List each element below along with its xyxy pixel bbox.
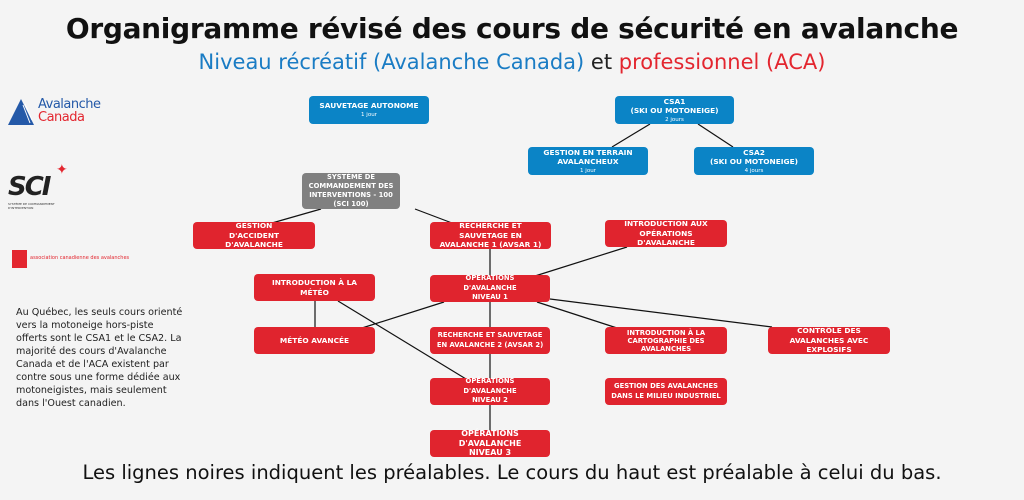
line-ops1-carto: [536, 301, 618, 329]
course-gestion-accident[interactable]: GESTION D'ACCIDENT D'AVALANCHE: [193, 221, 315, 249]
course-duration: 2 jours: [665, 116, 684, 123]
logo-text-canada: Canada: [38, 110, 85, 125]
course-controle-explosifs[interactable]: CONTRÔLE DES AVALANCHES AVEC EXPLOSIFS: [768, 326, 890, 354]
sci-caption: SYSTÈME DE COMMANDEMENT D'INTERVENTION: [8, 202, 55, 210]
course-gestion-milieu-industriel[interactable]: GESTION DES AVALANCHES DANS LE MILIEU IN…: [605, 378, 727, 405]
course-intro-operations[interactable]: INTRODUCTION AUX OPÉRATIONS D'AVALANCHE: [605, 219, 727, 247]
line-csa1-gta: [611, 123, 651, 148]
course-label: CSA2 (SKI OU MOTONEIGE): [709, 147, 799, 167]
line-ops1-meteo: [361, 301, 445, 329]
course-avsar-1[interactable]: RECHERCHE ET SAUVETAGE EN AVALANCHE 1 (A…: [430, 221, 551, 249]
sci-logo: SCI ✦ SYSTÈME DE COMMANDEMENT D'INTERVEN…: [8, 162, 78, 212]
course-csa2[interactable]: CSA2 (SKI OU MOTONEIGE) 4 jours: [694, 147, 814, 175]
aca-logo-text: association canadienne des avalanches: [30, 255, 130, 261]
line-sci-gestion: [271, 208, 322, 224]
page-title: Organigramme révisé des cours de sécurit…: [65, 12, 959, 45]
mountain-icon: [8, 99, 34, 125]
course-csa1[interactable]: CSA1 (SKI OU MOTONEIGE) 2 jours: [615, 96, 734, 124]
course-operations-niveau-1[interactable]: OPÉRATIONS D'AVALANCHE NIVEAU 1: [430, 274, 550, 302]
course-intro-meteo[interactable]: INTRODUCTION À LA MÉTÉO: [254, 274, 375, 301]
line-ops1-controle: [549, 298, 773, 328]
subtitle: Niveau récréatif (Avalanche Canada) et p…: [0, 50, 1024, 74]
line-intrometeo-ops2: [337, 300, 467, 380]
course-duration: 4 jours: [744, 167, 764, 174]
line-csa1-csa2: [697, 123, 734, 148]
aca-logo: association canadienne des avalanches: [12, 250, 129, 268]
subtitle-and: et: [590, 50, 613, 74]
course-duration: 1 jour: [580, 167, 596, 174]
legend-footer: Les lignes noires indiquent les préalabl…: [82, 461, 942, 484]
course-intro-cartographie[interactable]: INTRODUCTION À LA CARTOGRAPHIE DES AVALA…: [605, 327, 727, 354]
course-sci-100[interactable]: SYSTÈME DE COMMANDEMENT DES INTERVENTION…: [302, 173, 400, 209]
logo-text-avalanche: Avalanche: [38, 97, 101, 112]
avalanche-canada-logo: Avalanche Canada: [8, 98, 108, 128]
line-sci-avsar1: [414, 208, 453, 224]
subtitle-recreational: Niveau récréatif (Avalanche Canada): [198, 50, 585, 74]
course-label: CSA1 (SKI OU MOTONEIGE): [630, 96, 719, 116]
maple-leaf-icon: ✦: [56, 162, 68, 178]
course-duration: 1 jour: [361, 111, 377, 118]
subtitle-professional: professionnel (ACA): [618, 50, 826, 74]
quebec-note: Au Québec, les seuls cours orienté vers …: [16, 307, 183, 409]
course-label: SAUVETAGE AUTONOME: [319, 101, 419, 111]
course-operations-niveau-2[interactable]: OPÉRATIONS D'AVALANCHE NIVEAU 2: [430, 377, 550, 405]
aca-emblem-icon: [12, 250, 27, 268]
course-operations-niveau-3[interactable]: OPÉRATIONS D'AVALANCHE NIVEAU 3: [430, 429, 550, 457]
course-gestion-terrain-avalancheux[interactable]: GESTION EN TERRAIN AVALANCHEUX 1 jour: [528, 147, 648, 175]
course-label: GESTION EN TERRAIN AVALANCHEUX: [543, 147, 633, 167]
line-introops-ops1: [534, 246, 628, 277]
course-sauvetage-autonome[interactable]: SAUVETAGE AUTONOME 1 jour: [309, 96, 429, 124]
course-meteo-avancee[interactable]: MÉTÉO AVANCÉE: [254, 327, 375, 354]
sci-logo-text: SCI: [8, 172, 52, 202]
course-avsar-2[interactable]: RECHERCHE ET SAUVETAGE EN AVALANCHE 2 (A…: [430, 327, 550, 354]
